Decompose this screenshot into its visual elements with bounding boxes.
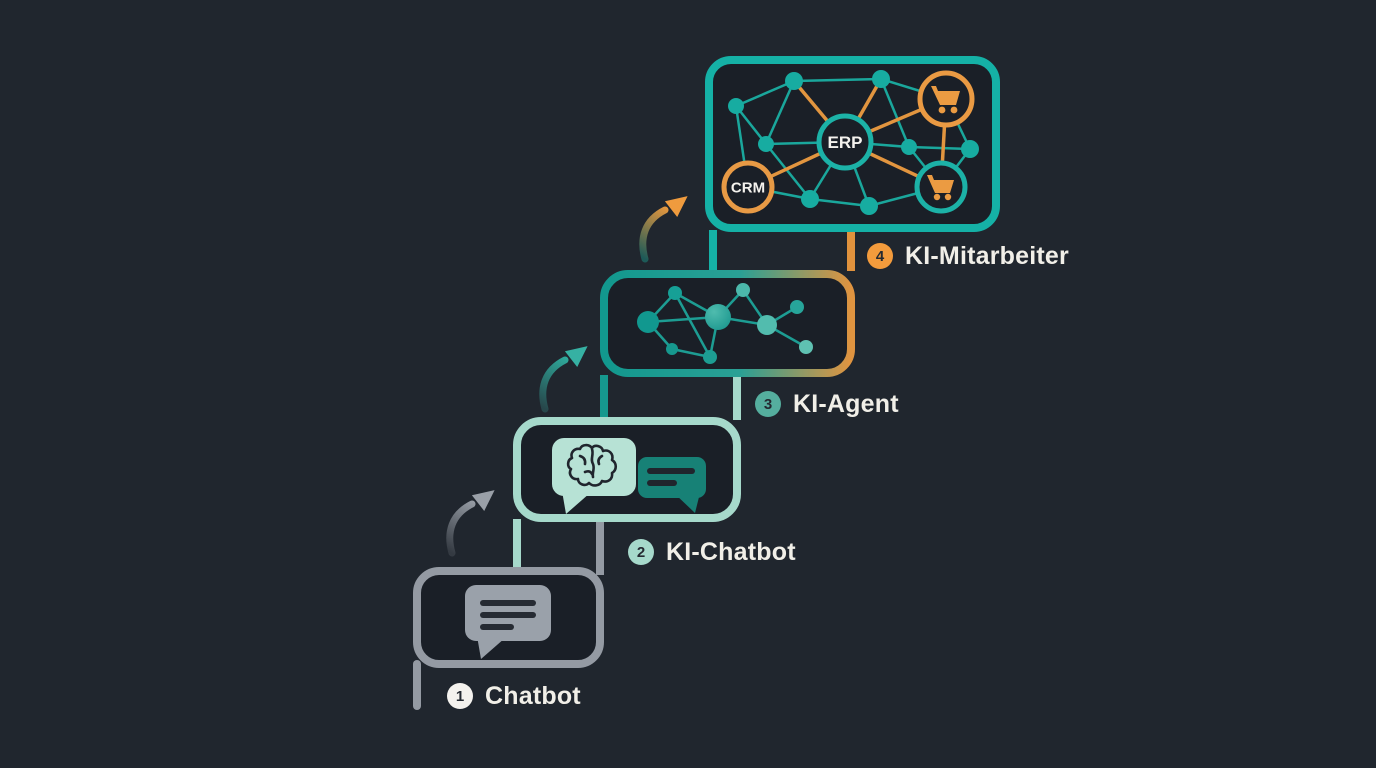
stage1-title: Chatbot [485,681,581,710]
stage4-label: 4 KI-Mitarbeiter [867,241,1069,270]
stage3-title: KI-Agent [793,389,899,418]
neural-network-icon [637,283,813,364]
stage1-label: 1 Chatbot [447,681,581,710]
erp-node: ERP [816,113,874,171]
stage1-box [413,567,604,668]
stage3-label: 3 KI-Agent [755,389,899,418]
arrow-up-icon [446,490,495,557]
stage2-number-badge: 2 [628,539,654,565]
chat-bubble-icon [465,585,551,659]
shopping-cart-top-node [917,70,975,128]
crm-label: CRM [731,180,765,197]
stage4-box: ERP CRM [705,56,1000,232]
brain-chat-bubble-icon [552,438,636,514]
shopping-cart-bottom-node [914,160,968,214]
arrow-up-icon [539,346,588,413]
arrow-up-icon [639,196,688,263]
stage3-box [600,270,855,377]
reply-chat-bubble-icon [638,457,706,513]
crm-node: CRM [721,160,775,214]
stage2-title: KI-Chatbot [666,537,796,566]
stage2-box [513,417,741,522]
stage-connectors [413,228,855,710]
stage1-number-badge: 1 [447,683,473,709]
step-arrows [446,196,688,557]
erp-label: ERP [828,133,863,152]
stage4-number-badge: 4 [867,243,893,269]
brain-icon [566,443,618,487]
shopping-cart-icon [931,86,960,114]
systems-network-icon: ERP CRM [721,70,979,215]
shopping-cart-icon [927,175,954,201]
stage4-title: KI-Mitarbeiter [905,241,1069,270]
stage2-label: 2 KI-Chatbot [628,537,796,566]
stage3-number-badge: 3 [755,391,781,417]
